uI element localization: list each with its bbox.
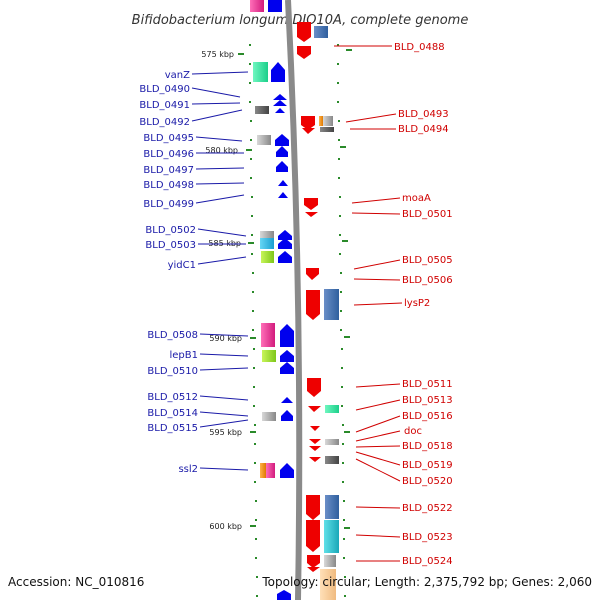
label-BLD_0519: BLD_0519 bbox=[402, 460, 453, 471]
label-BLD_0511: BLD_0511 bbox=[402, 379, 453, 390]
label-BLD_0523: BLD_0523 bbox=[402, 532, 453, 543]
label-BLD_0505: BLD_0505 bbox=[402, 255, 453, 266]
label-BLD_0491: BLD_0491 bbox=[139, 100, 190, 111]
label-lysP2: lysP2 bbox=[404, 298, 430, 309]
vanZ-arrow bbox=[271, 62, 285, 82]
guide-ticks bbox=[249, 44, 346, 597]
label-BLD_0498: BLD_0498 bbox=[143, 180, 194, 191]
label-yidC1: yidC1 bbox=[168, 260, 196, 271]
label-BLD_0520: BLD_0520 bbox=[402, 476, 453, 487]
label-BLD_0494: BLD_0494 bbox=[398, 124, 449, 135]
scale-labels: 575 kbp 580 kbp 585 kbp 590 kbp 595 kbp … bbox=[201, 50, 256, 531]
label-ssl2: ssl2 bbox=[178, 464, 198, 475]
label-BLD_0502: BLD_0502 bbox=[145, 225, 196, 236]
scale-label-600: 600 kbp bbox=[209, 522, 242, 531]
right-ticks bbox=[340, 49, 352, 529]
scale-tick-600 bbox=[250, 525, 256, 527]
label-BLD_0503: BLD_0503 bbox=[145, 240, 196, 251]
scale-label-575: 575 kbp bbox=[201, 50, 234, 59]
map-title: Bifidobacterium longum DJO10A, complete … bbox=[132, 13, 469, 28]
label-BLD_0510: BLD_0510 bbox=[147, 366, 198, 377]
scale-tick-580 bbox=[246, 149, 252, 151]
scale-tick-595 bbox=[250, 431, 256, 433]
label-BLD_0512: BLD_0512 bbox=[147, 392, 198, 403]
label-lepB1: lepB1 bbox=[169, 350, 198, 361]
scale-tick-590 bbox=[250, 337, 256, 339]
left-label-texts: vanZ BLD_0490 BLD_0491 BLD_0492 BLD_0495… bbox=[139, 70, 198, 475]
label-BLD_0488: BLD_0488 bbox=[394, 42, 445, 53]
label-BLD_0496: BLD_0496 bbox=[143, 149, 194, 160]
label-BLD_0495: BLD_0495 bbox=[143, 133, 194, 144]
label-doc: doc bbox=[404, 426, 422, 437]
label-BLD_0490: BLD_0490 bbox=[139, 84, 190, 95]
label-BLD_0497: BLD_0497 bbox=[143, 165, 194, 176]
label-BLD_0501: BLD_0501 bbox=[402, 209, 453, 220]
label-BLD_0518: BLD_0518 bbox=[402, 441, 453, 452]
accession-text: Accession: NC_010816 bbox=[8, 575, 144, 589]
scale-tick-575 bbox=[238, 53, 244, 55]
genome-backbone bbox=[285, 0, 303, 600]
label-BLD_0516: BLD_0516 bbox=[402, 411, 453, 422]
vanZ-box bbox=[253, 62, 268, 82]
right-labels bbox=[334, 45, 403, 562]
label-BLD_0515: BLD_0515 bbox=[147, 423, 198, 434]
label-BLD_0506: BLD_0506 bbox=[402, 275, 453, 286]
scale-label-580: 580 kbp bbox=[205, 146, 238, 155]
forward-features bbox=[250, 0, 294, 600]
label-BLD_0514: BLD_0514 bbox=[147, 408, 198, 419]
reverse-features bbox=[297, 22, 339, 600]
label-BLD_0493: BLD_0493 bbox=[398, 109, 449, 120]
right-label-texts: BLD_0488 BLD_0493 BLD_0494 moaA BLD_0501… bbox=[394, 42, 453, 567]
topology-text: Topology: circular; Length: 2,375,792 bp… bbox=[261, 575, 592, 589]
label-vanZ: vanZ bbox=[165, 70, 190, 81]
scale-label-590: 590 kbp bbox=[209, 334, 242, 343]
label-BLD_0522: BLD_0522 bbox=[402, 503, 453, 514]
left-labels bbox=[191, 71, 249, 471]
label-BLD_0499: BLD_0499 bbox=[143, 199, 194, 210]
scale-label-595: 595 kbp bbox=[209, 428, 242, 437]
scale-tick-585 bbox=[248, 242, 254, 244]
label-BLD_0492: BLD_0492 bbox=[139, 117, 190, 128]
label-BLD_0513: BLD_0513 bbox=[402, 395, 453, 406]
label-BLD_0524: BLD_0524 bbox=[402, 556, 453, 567]
label-BLD_0508: BLD_0508 bbox=[147, 330, 198, 341]
label-moaA: moaA bbox=[402, 193, 431, 204]
